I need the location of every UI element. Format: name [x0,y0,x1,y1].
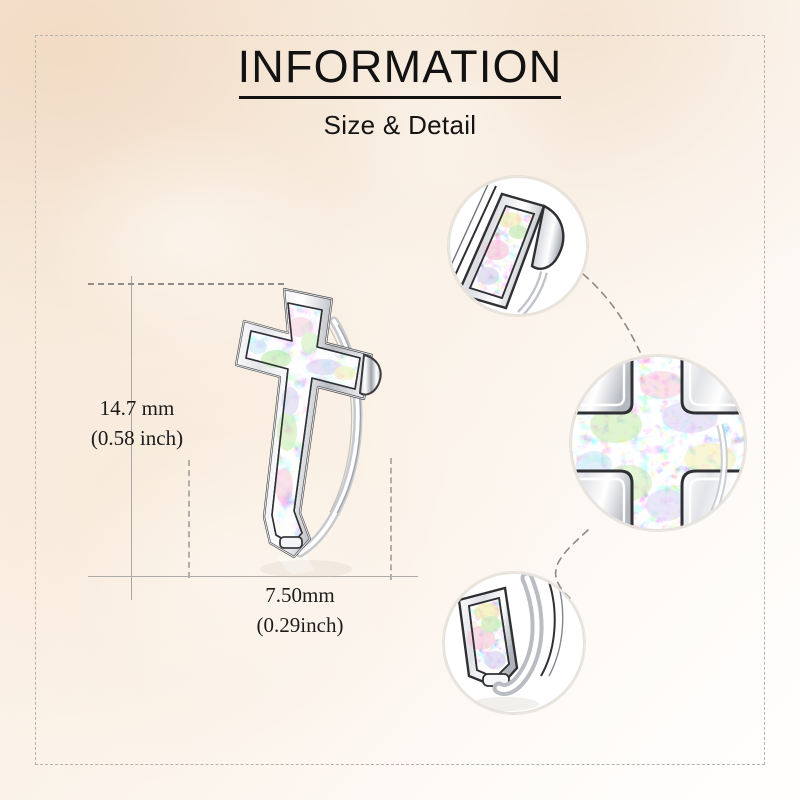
width-right-guide-line [390,458,392,580]
page-title: INFORMATION [237,41,563,92]
product-image-opal-cross-earring [214,281,404,581]
width-dimension-label: 7.50mm (0.29inch) [200,580,400,641]
width-left-guide-line [188,460,190,578]
height-mm-value: 14.7 mm [99,396,175,420]
page-subtitle: Size & Detail [323,110,477,140]
detail-circle-middle [570,355,746,531]
baseline-guide-line [88,576,418,578]
detail-circle-top [448,176,588,316]
height-top-guide-line [88,283,284,285]
height-inch-value: (0.58 inch) [90,426,184,451]
height-dimension-label: 14.7 mm (0.58 inch) [62,393,212,454]
vertical-measure-axis [131,276,133,600]
dashed-border-frame [35,35,765,765]
header: INFORMATION Size & Detail [0,44,800,141]
width-inch-value: (0.29inch) [256,613,344,638]
detail-circle-bottom [443,572,585,714]
width-mm-value: 7.50mm [265,583,335,607]
title-underline [239,96,561,99]
